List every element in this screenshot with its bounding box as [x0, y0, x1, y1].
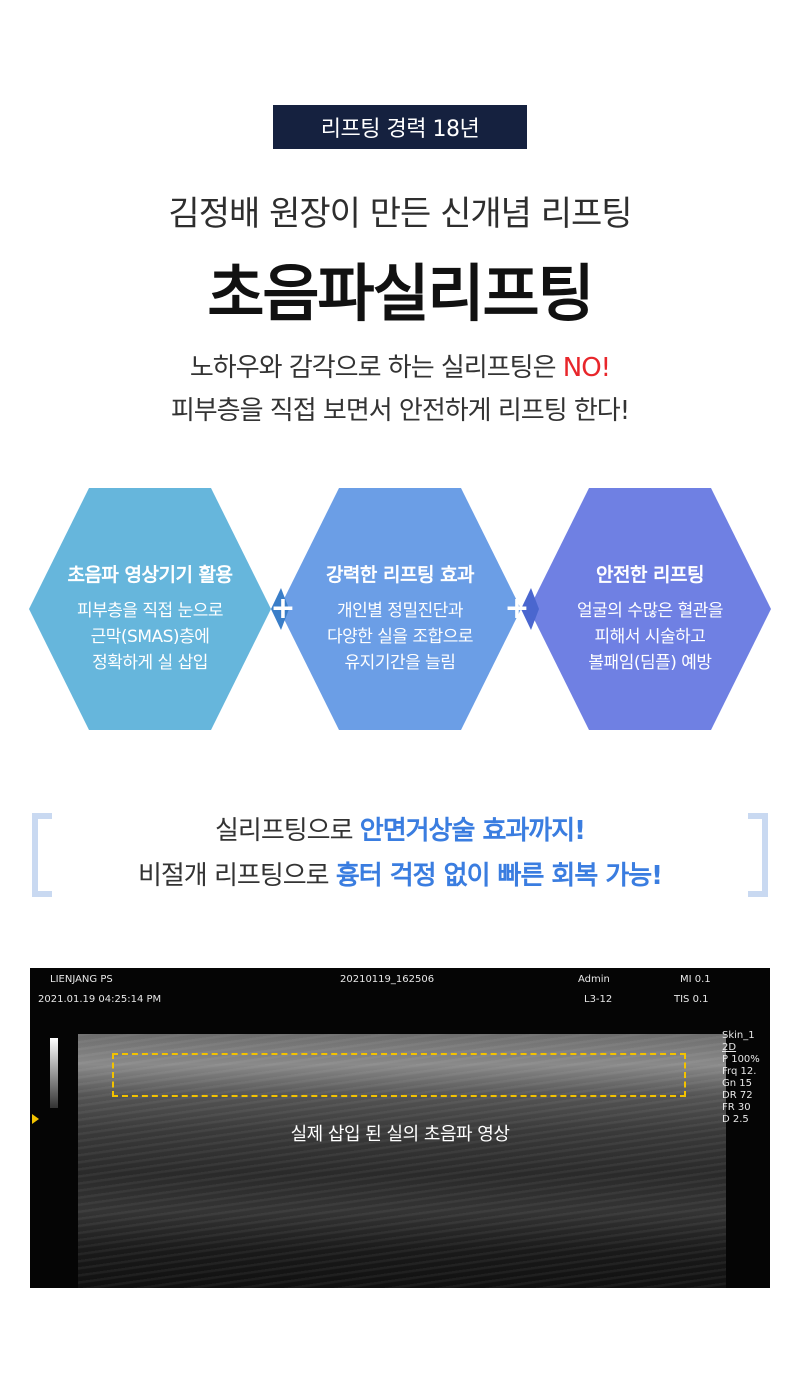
focus-marker-icon: [32, 1114, 39, 1124]
hexagon-shape: [29, 488, 271, 730]
ultrasound-user: Admin: [578, 974, 610, 985]
ultrasound-datetime: 2021.01.19 04:25:14 PM: [38, 994, 162, 1005]
lead-text: 노하우와 감각으로 하는 실리프팅은 NO! 피부층을 직접 보면서 안전하게 …: [0, 347, 800, 433]
hex-desc-line: 피해서 시술하고: [594, 627, 706, 647]
ultrasound-param: 2D: [722, 1042, 737, 1053]
ultrasound-probe: L3-12: [584, 994, 613, 1005]
hex-description: 개인별 정밀진단과 다양한 실을 조합으로 유지기간을 늘림: [279, 598, 521, 676]
ultrasound-mi: MI 0.1: [680, 974, 711, 985]
ultrasound-image: LIENJANG PS 2021.01.19 04:25:14 PM 20210…: [30, 968, 770, 1288]
hex-overlap-shapes: [271, 588, 539, 630]
page-title: 초음파실리프팅: [207, 257, 594, 330]
plus-icon: +: [270, 590, 296, 626]
page-subtitle: 김정배 원장이 만든 신개념 리프팅: [168, 194, 632, 234]
ultrasound-clinic: LIENJANG PS: [50, 974, 113, 985]
ultrasound-file-id: 20210119_162506: [340, 974, 435, 985]
hex-desc-line: 개인별 정밀진단과: [336, 601, 464, 621]
hex-desc-line: 볼패임(딤플) 예방: [588, 653, 712, 673]
hex-safe-lifting: 안전한 리프팅 얼굴의 수많은 혈관을 피해서 시술하고 볼패임(딤플) 예방: [529, 488, 771, 730]
feature-hexagons: 초음파 영상기기 활용 피부층을 직접 눈으로 근막(SMAS)층에 정확하게 …: [0, 488, 800, 730]
plus-icon: +: [504, 590, 530, 626]
hex-lifting-effect: 강력한 리프팅 효과 개인별 정밀진단과 다양한 실을 조합으로 유지기간을 늘…: [279, 488, 521, 730]
thread-highlight-box: [112, 1053, 686, 1097]
experience-badge: 리프팅 경력 18년: [273, 105, 527, 149]
hex-title: 강력한 리프팅 효과: [325, 564, 475, 586]
ultrasound-params: Skin_1 2D P 100% Frq 12. Gn 15 DR 72 FR …: [722, 1030, 760, 1126]
hex-title: 초음파 영상기기 활용: [67, 564, 233, 586]
ultrasound-param: FR 30: [722, 1102, 751, 1113]
hexagon-shape: [529, 488, 771, 730]
quote-line-1-prefix: 실리프팅으로: [215, 816, 360, 846]
ultrasound-param: P 100%: [722, 1054, 760, 1065]
ultrasound-caption: 실제 삽입 된 실의 초음파 영상: [290, 1124, 510, 1145]
quote-line-1: 실리프팅으로 안면거상술 효과까지!: [0, 810, 800, 847]
ultrasound-param: Skin_1: [722, 1030, 755, 1041]
ultrasound-param: Frq 12.: [722, 1066, 757, 1077]
hex-description: 피부층을 직접 눈으로 근막(SMAS)층에 정확하게 실 삽입: [29, 598, 271, 676]
hex-desc-line: 다양한 실을 조합으로: [326, 627, 474, 647]
hex-desc-line: 유지기간을 늘림: [344, 653, 456, 673]
lead-line-2: 피부층을 직접 보면서 안전하게 리프팅 한다!: [170, 396, 630, 426]
hex-desc-line: 피부층을 직접 눈으로: [76, 601, 224, 621]
hex-description: 얼굴의 수많은 혈관을 피해서 시술하고 볼패임(딤플) 예방: [529, 598, 771, 676]
right-bracket-icon: [748, 813, 768, 897]
gain-scale-bar: [50, 1038, 58, 1108]
quote-line-2-prefix: 비절개 리프팅으로: [137, 861, 336, 891]
quote-line-2-highlight: 흉터 걱정 없이 빠른 회복 가능!: [335, 861, 663, 891]
lead-no: NO!: [562, 353, 611, 383]
lead-line-1-prefix: 노하우와 감각으로 하는 실리프팅은: [189, 353, 563, 383]
left-bracket-icon: [32, 813, 52, 897]
ultrasound-param: Gn 15: [722, 1078, 752, 1089]
ultrasound-tis: TIS 0.1: [674, 994, 709, 1005]
quote-line-1-highlight: 안면거상술 효과까지!: [359, 816, 586, 846]
hexagon-shape: [279, 488, 521, 730]
hex-title: 안전한 리프팅: [596, 564, 705, 586]
hex-ultrasound: 초음파 영상기기 활용 피부층을 직접 눈으로 근막(SMAS)층에 정확하게 …: [29, 488, 271, 730]
lead-line-1: 노하우와 감각으로 하는 실리프팅은 NO!: [0, 347, 800, 390]
ultrasound-scan-area: [78, 1034, 726, 1288]
quote-line-2: 비절개 리프팅으로 흉터 걱정 없이 빠른 회복 가능!: [0, 855, 800, 892]
hex-desc-line: 얼굴의 수많은 혈관을: [576, 601, 724, 621]
ultrasound-param: D 2.5: [722, 1114, 749, 1125]
hex-desc-line: 정확하게 실 삽입: [92, 653, 208, 673]
hex-desc-line: 근막(SMAS)층에: [90, 627, 210, 647]
ultrasound-param: DR 72: [722, 1090, 753, 1101]
